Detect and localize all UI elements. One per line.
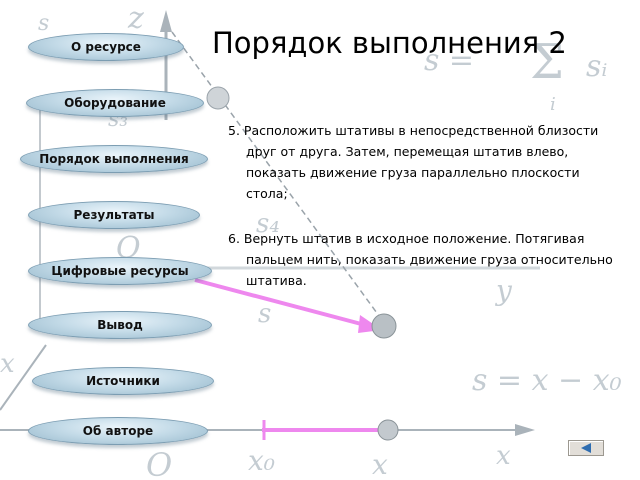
nav-label: Цифровые ресурсы [51, 264, 189, 278]
nav-label: Результаты [73, 208, 155, 222]
label-y: y [494, 274, 513, 307]
nav-label: Оборудование [64, 96, 166, 110]
nav-button-about-resource[interactable]: О ресурсе [28, 33, 184, 61]
nav-button-procedure[interactable]: Порядок выполнения [20, 145, 208, 173]
stand-diagonal [0, 344, 47, 411]
label-x-axis: x [496, 441, 511, 471]
nav-button-about-author[interactable]: Об авторе [28, 417, 208, 445]
formula-sum-lhs: s = [424, 43, 474, 78]
nav-label: Об авторе [82, 424, 154, 438]
page-title: Порядок выполнения 2 [212, 26, 567, 60]
formula-sum-rhs: sᵢ [586, 49, 607, 84]
back-button[interactable] [568, 440, 604, 456]
nav-button-digital-resources[interactable]: Цифровые ресурсы [28, 257, 212, 285]
formula-difference: s = x − x₀ [472, 363, 622, 398]
label-s-mid: s [258, 299, 271, 329]
nav-label: Источники [86, 374, 160, 388]
bottom-axis-arrow [515, 424, 535, 436]
label-x0: x₀ [248, 444, 275, 477]
label-o-bottom: O [146, 446, 172, 480]
nav-button-conclusion[interactable]: Вывод [28, 311, 212, 339]
nav-button-results[interactable]: Результаты [28, 201, 200, 229]
procedure-step-5: 5. Расположить штативы в непосредственно… [228, 123, 599, 201]
triangle-left-icon [581, 443, 591, 453]
nav-button-equipment[interactable]: Оборудование [26, 89, 204, 117]
nav-label: Вывод [97, 318, 143, 332]
label-z: z [127, 1, 144, 36]
mass-ball-bottom [377, 419, 399, 441]
nav-button-sources[interactable]: Источники [32, 367, 214, 395]
z-axis-arrow [160, 10, 172, 32]
mass-ball-top [206, 86, 230, 110]
label-x-bottom: x [372, 448, 388, 480]
label-x-left: x [0, 349, 15, 379]
label-s4: s₄ [256, 209, 280, 239]
nav-label: Порядок выполнения [39, 152, 189, 166]
label-s-top: s [38, 11, 49, 36]
formula-sum-sigma: Σ [530, 34, 564, 90]
mass-ball-middle [371, 313, 397, 339]
procedure-step-6: 6. Вернуть штатив в исходное положение. … [228, 231, 613, 288]
nav-label: О ресурсе [71, 40, 141, 54]
pink-displacement-arrow [194, 278, 366, 327]
formula-sum-index: i [550, 94, 556, 115]
